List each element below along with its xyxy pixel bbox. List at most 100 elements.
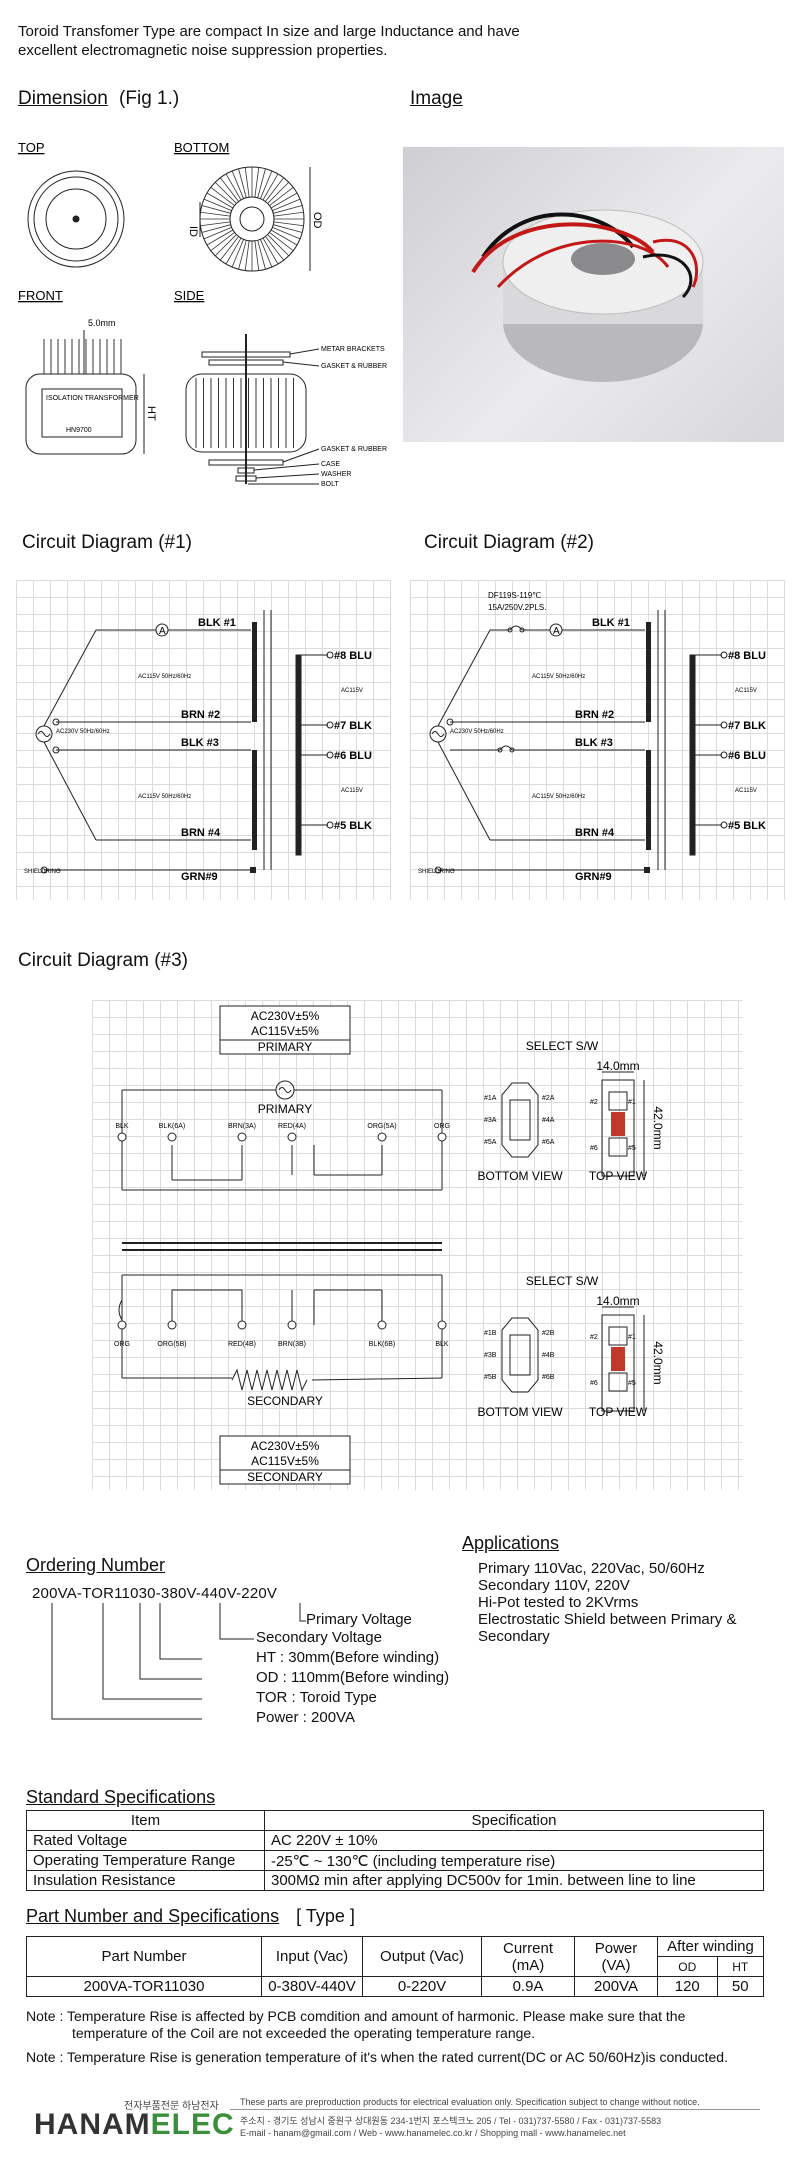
circuit3-heading: Circuit Diagram (#3) (18, 950, 188, 971)
std-spec-cell: AC 220V ± 10% (264, 1830, 764, 1851)
part-cell: 200VA-TOR11030 (26, 1976, 262, 1997)
c2-pin-brn2: BRN #2 (575, 709, 614, 721)
switch2-slider (611, 1347, 625, 1371)
c2-fuse-2: 15A/250V.2PLS. (488, 603, 546, 612)
side-label-1: METAR BRACKETS (321, 346, 385, 353)
c2-pin-5: #5 BLK (728, 820, 766, 832)
c2-fuse-1: DF119S-119℃ (488, 591, 541, 600)
dim-w-1: 14.0mm (596, 1059, 639, 1073)
sw1-r2: #4A (542, 1117, 555, 1124)
sw2-r2: #4B (542, 1352, 555, 1359)
ht-label: HT (145, 406, 157, 421)
part-spec-heading-row: Part Number and Specifications [ Type ] (26, 1906, 355, 1927)
ordering-item-4: OD : 110mm(Before winding) (256, 1669, 450, 1686)
select-sw-1: SELECT S/W (526, 1039, 599, 1053)
c2-out-label-1: AC115V (735, 688, 757, 694)
std-spec-header-row: Item Specification (26, 1810, 764, 1831)
circuit1-svg: A BLK #1 BRN #2 BLK #3 BRN #4 #8 BLU #7 … (24, 610, 372, 883)
part-col-winding: After winding (657, 1936, 764, 1957)
part-spec-heading: Part Number and Specifications (26, 1906, 280, 1926)
circuit1-heading: Circuit Diagram (#1) (22, 532, 192, 553)
footer-kr-tag: 전자부품전문 하남전자 (124, 2101, 219, 2112)
side-label-3: GASKET & RUBBER (321, 446, 387, 453)
od-label: OD (311, 212, 323, 229)
c1-out-label-2: AC115V (341, 788, 363, 794)
side-label-5: WASHER (321, 471, 351, 478)
nameplate-code: HN9700 (66, 427, 92, 434)
table-row: Insulation Resistance 300MΩ min after ap… (26, 1870, 764, 1891)
circuit2-panel: A DF119S-119℃ 15A/250V.2PLS. BLK #1 BRN … (410, 580, 785, 900)
circuit1-ammeter: A (159, 626, 166, 637)
id-label: ID (187, 226, 199, 237)
st-1: ORG (114, 1341, 130, 1348)
table-row: Operating Temperature Range -25℃ ~ 130℃ … (26, 1850, 764, 1871)
primary-label: PRIMARY (258, 1102, 312, 1116)
ordering-item-1: Primary Voltage (306, 1611, 412, 1628)
top-label: TOP (18, 140, 45, 155)
side-label-4: CASE (321, 461, 340, 468)
std-spec-table: Item Specification Rated Voltage AC 220V… (26, 1810, 764, 1891)
c2-grn: GRN#9 (575, 871, 612, 883)
top-view-1: TOP VIEW (589, 1169, 648, 1183)
part-col-current: Current (mA) (481, 1936, 575, 1977)
c2-coil-label-2: AC115V 50Hz/60Hz (532, 794, 585, 800)
st-5: BLK(6B) (369, 1341, 395, 1348)
pt-5: ORG(5A) (367, 1123, 396, 1130)
st-3: RED(4B) (228, 1341, 256, 1348)
sw1-l3: #5A (484, 1139, 497, 1146)
c1-pin-blk3: BLK #3 (181, 737, 219, 749)
app-line-5: Secondary (478, 1628, 550, 1645)
c1-pin-brn4: BRN #4 (181, 827, 221, 839)
c2-out-label-2: AC115V (735, 788, 757, 794)
c2-pin-7: #7 BLK (728, 720, 766, 732)
footer-disclaimer: These parts are preproduction products f… (240, 2097, 700, 2107)
applications: Applications Primary 110Vac, 220Vac, 50/… (462, 1533, 798, 1645)
select-sw-2: SELECT S/W (526, 1274, 599, 1288)
ordering-item-2: Secondary Voltage (256, 1629, 382, 1646)
c2-pin-6: #6 BLU (728, 750, 766, 762)
bottom-label: BOTTOM (174, 140, 229, 155)
table-row: Rated Voltage AC 220V ± 10% (26, 1830, 764, 1851)
sw1-l2: #3A (484, 1117, 497, 1124)
ordering-item-6: Power : 200VA (256, 1709, 355, 1726)
c2-pin-blk1: BLK #1 (592, 617, 630, 629)
c1-pin-6: #6 BLU (334, 750, 372, 762)
sw2-l3: #5B (484, 1374, 497, 1381)
front-label: FRONT (18, 288, 63, 303)
part-cell: 0-220V (362, 1976, 482, 1997)
nameplate-title: ISOLATION TRANSFORMER (46, 395, 139, 402)
circuit3-svg: AC230V±5% AC115V±5% PRIMARY AC230V±5% AC… (114, 1005, 665, 1485)
c2-coil-label-1: AC115V 50Hz/60Hz (532, 674, 585, 680)
c1-grn: GRN#9 (181, 871, 218, 883)
note-1: Note : Temperature Rise is affected by P… (26, 2008, 686, 2024)
side-label-2: GASKET & RUBBER (321, 363, 387, 370)
note-1-cont: temperature of the Coil are not exceeded… (72, 2025, 536, 2041)
sec-box-2: AC115V±5% (251, 1454, 319, 1468)
c1-coil-label-1: AC115V 50Hz/60Hz (138, 674, 191, 680)
logo-elec: ELEC (150, 2108, 235, 2141)
c2-pin-blk3: BLK #3 (575, 737, 613, 749)
c1-source: AC230V 50Hz/60Hz (56, 729, 110, 735)
part-spec-header-row: Part Number Input (Vac) Output (Vac) Cur… (26, 1936, 764, 1977)
st-4: BRN(3B) (278, 1341, 306, 1348)
toroid-photo-drawing (471, 209, 704, 382)
c1-coil-label-2: AC115V 50Hz/60Hz (138, 794, 191, 800)
circuit2-ammeter: A (553, 626, 560, 637)
part-cell: 0.9A (481, 1976, 575, 1997)
tp2-b: #1 (628, 1334, 636, 1341)
dim-h-1: 42.0mm (651, 1106, 665, 1149)
c2-shield: SHIELDRING (418, 869, 455, 875)
ordering-item-5: TOR : Toroid Type (256, 1689, 377, 1706)
pri-box-1: AC230V±5% (251, 1009, 320, 1023)
dimension-heading: Dimension (Fig 1.) (18, 88, 179, 110)
tp1-a: #2 (590, 1099, 598, 1106)
tp2-d: #5 (628, 1380, 636, 1387)
sw2-l1: #1B (484, 1330, 497, 1337)
product-photo (403, 147, 784, 442)
tp2-a: #2 (590, 1334, 598, 1341)
pri-box-3: PRIMARY (258, 1040, 312, 1054)
sw2-r1: #2B (542, 1330, 555, 1337)
circuit3-panel: AC230V±5% AC115V±5% PRIMARY AC230V±5% AC… (92, 1000, 742, 1490)
pri-box-2: AC115V±5% (251, 1024, 319, 1038)
ordering-leaders (51, 1603, 306, 1720)
